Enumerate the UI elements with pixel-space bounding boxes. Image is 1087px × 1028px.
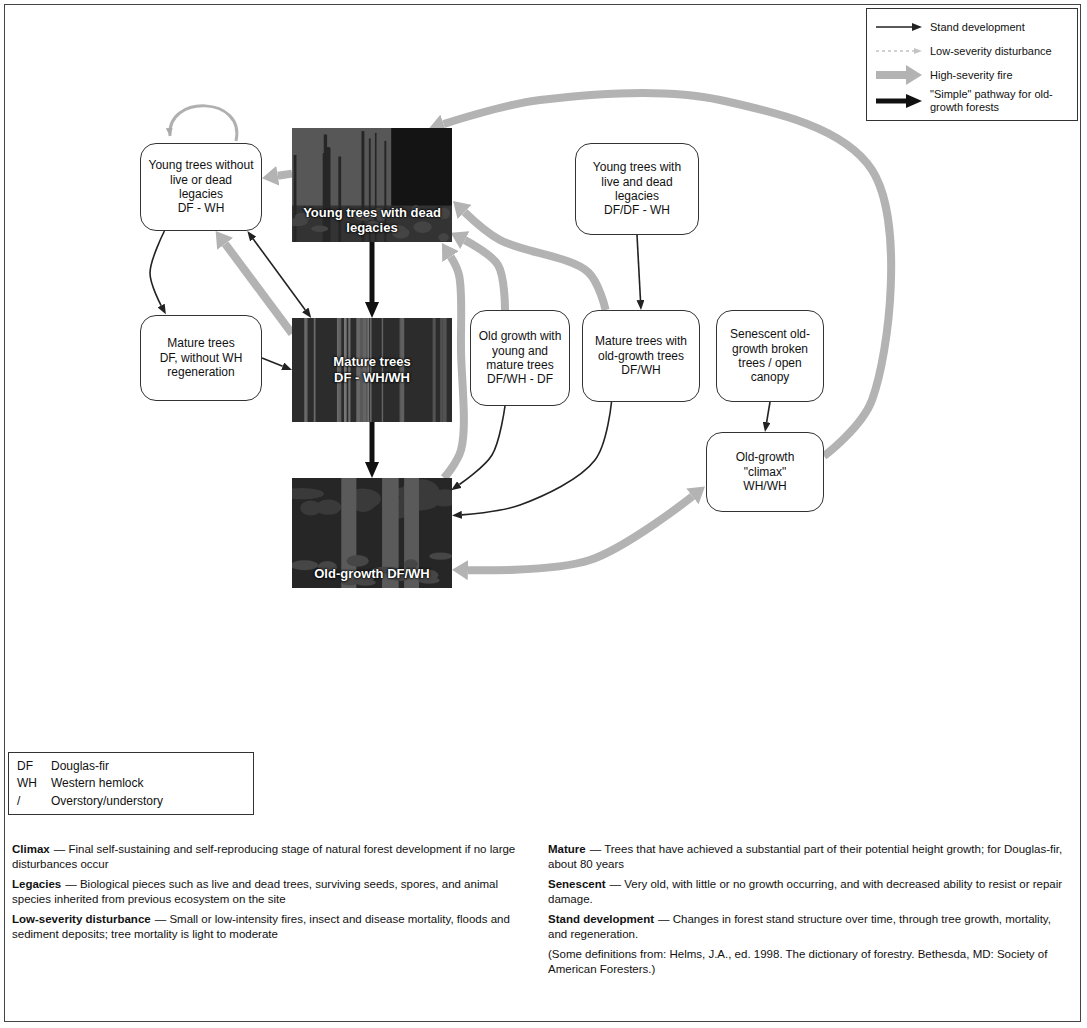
definition: Stand development— Changes in forest sta… (548, 912, 1073, 942)
photo-panel: Old-growth DF/WH (292, 478, 452, 588)
definitions-column: Mature— Trees that have achieved a subst… (548, 842, 1073, 982)
legend-entry: High-severity fire (874, 64, 1070, 86)
stage-box: Senescent old-growth broken trees / open… (716, 310, 824, 402)
abbreviation: / (17, 794, 51, 808)
definition-term: Mature (548, 843, 586, 855)
species-code: DF - WH (178, 201, 225, 215)
definitions-column: Climax— Final self-sustaining and self-r… (12, 842, 527, 947)
stage-box: Old-growth "climax"WH/WH (706, 432, 824, 512)
definition-term: Senescent (548, 878, 606, 890)
stage-text: Young trees without live or dead legacie… (148, 158, 254, 201)
legend-entry: Stand development (874, 16, 1070, 38)
legend-sample (874, 64, 924, 86)
legend-text: High-severity fire (930, 69, 1013, 82)
photo-caption: Mature trees (333, 354, 410, 370)
stage-text: Young trees with live and dead legacies (583, 160, 691, 203)
definition-text: — Very old, with little or no growth occ… (548, 878, 1062, 905)
stand-development-arrow (876, 26, 912, 28)
definition-term: Legacies (12, 878, 61, 890)
stage-box: Young trees without live or dead legacie… (140, 143, 262, 231)
legend-entry: Low-severity disturbance (874, 40, 1070, 62)
legend-sample (874, 16, 924, 38)
high-severity-fire-arrow (278, 174, 292, 176)
definition: Climax— Final self-sustaining and self-r… (12, 842, 527, 872)
photo-panel: Mature treesDF - WH/WH (292, 318, 452, 422)
definition: Senescent— Very old, with little or no g… (548, 877, 1073, 907)
stage-text: Old growth with young and mature trees (478, 329, 562, 372)
stage-box: Old growth with young and mature treesDF… (470, 310, 570, 406)
abbreviation-meaning: Douglas-fir (51, 759, 245, 773)
species-code: DF/DF - WH (604, 203, 670, 217)
abbreviation: WH (17, 776, 51, 790)
legend-sample (874, 40, 924, 62)
definition-text: — Final self-sustaining and self-reprodu… (12, 843, 515, 870)
self-loop-arrow (170, 106, 237, 141)
definition: Low-severity disturbance— Small or low-i… (12, 912, 527, 942)
species-code: WH/WH (743, 479, 786, 493)
definition-term: Climax (12, 843, 50, 855)
stand-development-arrow (150, 231, 164, 306)
legend-sample (874, 90, 924, 112)
stage-box: Mature treesDF, without WH regeneration (140, 315, 262, 401)
stage-box: Young trees with live and dead legaciesD… (575, 143, 699, 235)
legend-text: Low-severity disturbance (930, 45, 1052, 58)
stage-text: Senescent old-growth broken trees / open… (724, 327, 816, 385)
stand-development-arrow (462, 402, 612, 515)
species-code: DF/WH (621, 363, 660, 377)
high-severity-fire-arrow (465, 240, 505, 310)
simple-pathway-arrow (370, 422, 375, 462)
abbreviation-key: DFDouglas-firWHWestern hemlock/Overstory… (8, 752, 254, 815)
abbreviation-meaning: Overstory/understory (51, 794, 245, 808)
legend-panel: Stand developmentLow-severity disturbanc… (866, 8, 1078, 121)
photo-panel: Young trees with dead legacies (292, 128, 452, 242)
stage-box: Mature trees with old-growth treesDF/WH (582, 310, 700, 402)
photo-caption: Old-growth DF/WH (314, 566, 430, 582)
definition-term: Stand development (548, 913, 654, 925)
definition: Mature— Trees that have achieved a subst… (548, 842, 1073, 872)
legend-text: "Simple" pathway for old-growth forests (930, 88, 1070, 113)
definition-text: — Trees that have achieved a substantial… (548, 843, 1062, 870)
photo-caption: DF - WH/WH (334, 370, 410, 386)
stage-text: Mature trees with old-growth trees (590, 334, 692, 363)
low-severity-arrow (876, 50, 914, 51)
high-severity-fire-arrow (444, 93, 892, 456)
stand-development-arrow (637, 235, 640, 300)
source-note: (Some definitions from: Helms, J.A., ed.… (548, 947, 1073, 977)
abbreviation-meaning: Western hemlock (51, 776, 245, 790)
source-note: (Some definitions from: Helms, J.A., ed.… (548, 948, 1047, 975)
high-severity-fire-arrow (468, 496, 692, 570)
stage-text: Old-growth "climax" (714, 450, 816, 479)
simple-pathway-arrow (370, 242, 375, 302)
stage-text: Mature trees (167, 336, 234, 350)
simple-pathway-arrow (876, 98, 906, 103)
legend-entry: "Simple" pathway for old-growth forests (874, 88, 1070, 113)
stand-development-arrow (767, 402, 770, 422)
definition-text: — Biological pieces such as live and dea… (12, 878, 498, 905)
definition-term: Low-severity disturbance (12, 913, 151, 925)
definition: Legacies— Biological pieces such as live… (12, 877, 527, 907)
legend-text: Stand development (930, 21, 1025, 34)
stand-development-arrow (262, 358, 283, 366)
stand-development-arrow (253, 239, 305, 310)
species-code: DF/WH - DF (487, 372, 553, 386)
high-severity-fire-arrow (876, 71, 906, 79)
photo-caption: Young trees with dead legacies (300, 205, 444, 236)
species-code: DF, without WH regeneration (148, 351, 254, 380)
abbreviation: DF (17, 759, 51, 773)
